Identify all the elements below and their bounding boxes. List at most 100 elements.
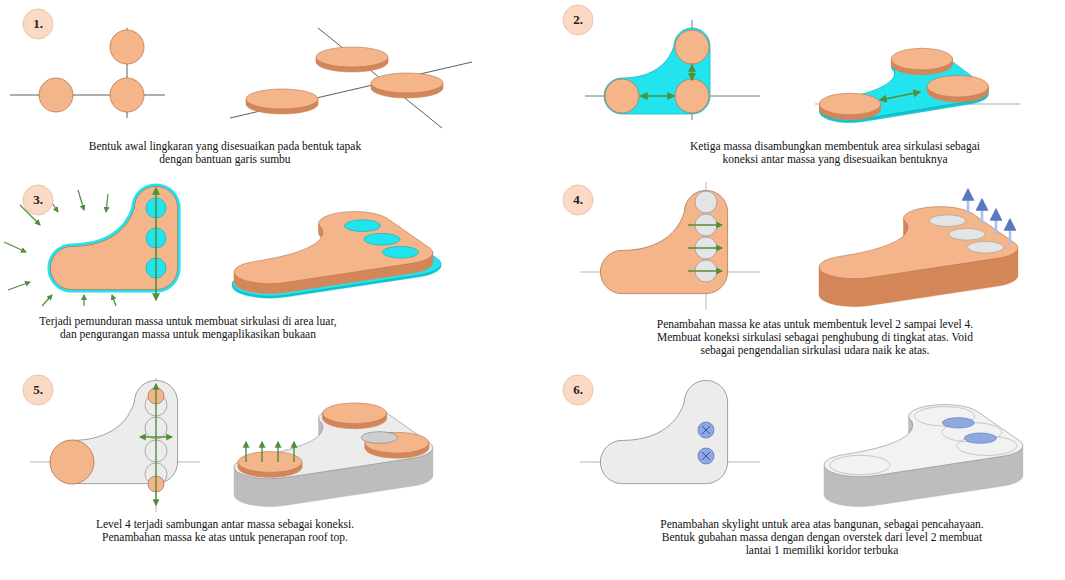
opening-3d xyxy=(339,218,425,260)
mass-3d xyxy=(770,401,1035,481)
mass-3d xyxy=(180,209,445,289)
circle-mass xyxy=(377,244,425,260)
mass-3d xyxy=(180,208,445,288)
circle-mass xyxy=(809,91,890,120)
roof-top-3d xyxy=(185,399,439,475)
connection-arrow xyxy=(880,92,920,100)
circle-mass xyxy=(881,46,962,75)
step-caption: Bentuk awal lingkaran yang disesuaikan p… xyxy=(80,140,370,166)
step-number: 3. xyxy=(22,184,54,216)
circle-mass-3d xyxy=(773,47,998,121)
skylight-mark xyxy=(702,452,710,460)
circulation-edge xyxy=(50,186,177,289)
connection-arrow xyxy=(155,384,156,505)
setback-arrow xyxy=(112,295,116,306)
connection-arrow xyxy=(688,224,722,225)
step-number: 1. xyxy=(22,8,54,40)
step-number-circle: 5. xyxy=(22,374,54,406)
circle-mass-3d xyxy=(773,45,998,119)
roof-top-arrow xyxy=(293,442,294,462)
circle-mass xyxy=(339,218,387,234)
circle-mass xyxy=(355,430,403,446)
step-number-circle: 1. xyxy=(22,8,54,40)
circle-mass xyxy=(917,72,998,101)
circulation-area-3d xyxy=(773,50,998,124)
skylight-mark xyxy=(702,452,710,460)
mass-3d xyxy=(180,403,445,483)
roof-top-arrow xyxy=(261,442,262,462)
axis-line xyxy=(318,28,442,128)
roof-top-arrow xyxy=(277,442,278,462)
circle-mass xyxy=(227,449,312,477)
circle-mass xyxy=(959,431,1002,445)
step-caption: Ketiga massa disambungkan membentuk area… xyxy=(680,140,990,166)
mass-layer xyxy=(765,203,1030,283)
circle-mass-3d xyxy=(773,48,998,122)
circle-mass-3d xyxy=(316,48,388,68)
circle-mass xyxy=(675,30,709,64)
circle-mass xyxy=(675,79,709,113)
skylight-mark xyxy=(702,426,710,434)
airflow-arrow xyxy=(1009,220,1012,244)
mass-layer xyxy=(180,404,445,484)
skylight xyxy=(698,422,714,438)
airflow-arrow xyxy=(967,190,970,214)
roof-top-3d xyxy=(185,402,439,478)
circle-mass xyxy=(354,429,439,457)
step-caption: Penambahan skylight untuk area atas bang… xyxy=(657,518,987,557)
circle-mass-3d xyxy=(773,50,998,124)
step-number-circle: 3. xyxy=(22,184,54,216)
circle-mass xyxy=(937,416,980,430)
mass-plan xyxy=(600,380,727,483)
void xyxy=(695,191,717,213)
skylight-mark xyxy=(702,426,710,434)
setback-arrow xyxy=(78,190,84,210)
axis-line xyxy=(156,378,157,512)
mass-layer xyxy=(773,51,998,125)
mass-layer xyxy=(773,50,998,124)
circle-mass xyxy=(809,90,890,119)
step-number-circle: 2. xyxy=(562,4,594,36)
mass-layer xyxy=(770,401,1035,481)
connection-arrow xyxy=(641,95,674,97)
circle-mass-3d xyxy=(246,89,318,109)
circle-mass xyxy=(943,226,991,242)
step-number-circle: 4. xyxy=(562,184,594,216)
circle-mass xyxy=(110,30,144,64)
circle-mass xyxy=(924,213,972,229)
circle-mass xyxy=(39,78,73,112)
airflow-arrow xyxy=(981,200,984,224)
step-number: 2. xyxy=(562,4,594,36)
mass-3d xyxy=(765,204,1030,284)
circle-mass xyxy=(354,430,439,458)
step-caption: Terjadi pemunduran massa untuk membuat s… xyxy=(38,315,338,341)
circle-mass-3d xyxy=(773,46,998,120)
circle-mass xyxy=(820,452,900,478)
circle-mass xyxy=(227,448,312,476)
circle-mass-3d xyxy=(316,47,388,67)
setback-arrow xyxy=(4,242,26,252)
roof-top-arrow xyxy=(245,442,246,462)
step-number-circle: 6. xyxy=(562,374,594,406)
connection-arrow xyxy=(688,247,722,248)
circle-mass xyxy=(905,403,985,429)
mass-plan xyxy=(600,190,727,293)
circulation-area-3d xyxy=(773,51,998,125)
step-number: 4. xyxy=(562,184,594,216)
mass-plan xyxy=(50,186,177,289)
step-caption: Penambahan massa ke atas untuk membentuk… xyxy=(650,318,980,357)
circle-mass xyxy=(881,45,962,74)
roof-top-3d xyxy=(185,403,439,479)
step-number: 5. xyxy=(22,374,54,406)
circle-mass-3d xyxy=(371,73,443,93)
outline-3d xyxy=(778,403,1031,478)
circle-mass xyxy=(605,79,639,113)
setback-arrow xyxy=(155,188,157,300)
step-caption: Level 4 terjadi sambungan antar massa se… xyxy=(75,518,375,544)
skylight xyxy=(698,448,714,464)
setback-arrow xyxy=(83,295,84,306)
circle-mass-3d xyxy=(773,49,998,123)
circle-mass-3d xyxy=(371,74,443,94)
